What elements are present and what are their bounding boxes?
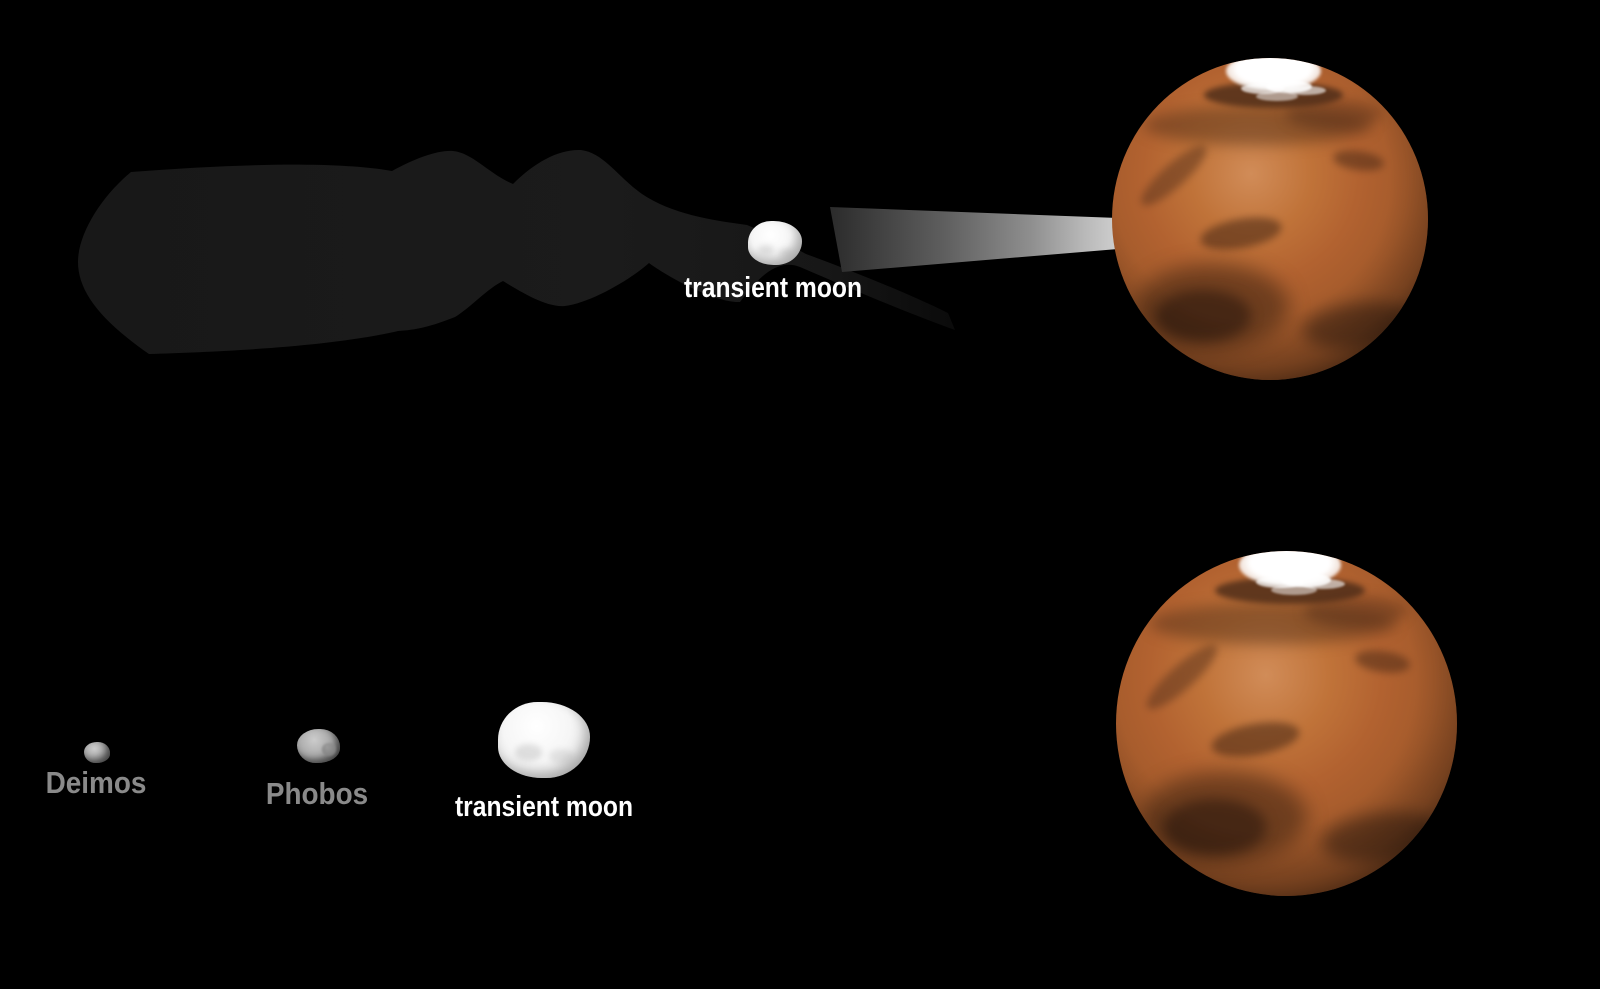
phobos (297, 729, 340, 763)
deimos (84, 742, 110, 763)
mars-top (1112, 58, 1428, 380)
phobos-label: Phobos (265, 776, 369, 811)
deimos-label: Deimos (45, 765, 147, 800)
transient-moon-top (748, 221, 802, 265)
mars-limb-shading (1116, 551, 1457, 896)
moon-dimple (514, 743, 543, 761)
debris-trail-path (78, 149, 955, 354)
phobos-crater (321, 743, 336, 756)
infall-stream-wedge (830, 207, 1118, 272)
transient-moon-label-bottom: transient moon (454, 791, 634, 823)
moon-dimple (757, 245, 774, 255)
transient-moon-label-top: transient moon (683, 272, 863, 304)
mars-bottom (1116, 551, 1457, 896)
mars-limb-shading (1112, 58, 1428, 380)
moon-dimple (777, 248, 792, 257)
transient-moon-bottom (498, 702, 590, 778)
moon-dimple (548, 749, 573, 763)
